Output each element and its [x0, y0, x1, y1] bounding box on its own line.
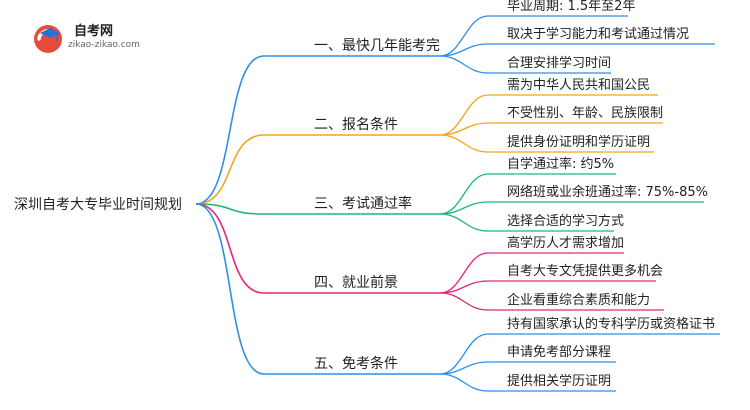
- branch-leaf-connector: [439, 361, 489, 375]
- graduation-cap-icon: [34, 25, 62, 53]
- branch-leaf-connector: [439, 373, 489, 392]
- branch-label: 一、最快几年能考完: [314, 38, 440, 54]
- leaf-label: 取决于学习能力和考试通过情况: [507, 26, 689, 42]
- branch-leaf-connector: [439, 94, 489, 136]
- leaf-label: 提供相关学历证明: [507, 373, 611, 389]
- branch-leaf-connector: [439, 43, 489, 57]
- leaf-label: 高学历人才需求增加: [507, 235, 624, 251]
- leaf-label: 合理安排学习时间: [507, 55, 611, 71]
- branch-leaf-connector: [439, 134, 489, 153]
- branch-leaf-connector: [439, 252, 489, 294]
- branch-leaf-connector: [439, 333, 489, 375]
- branch-label: 二、报名条件: [314, 116, 398, 133]
- root-branch-connector: [195, 203, 265, 294]
- root-branch-connector: [195, 203, 265, 375]
- leaf-label: 毕业周期: 1.5年至2年: [507, 0, 635, 14]
- leaf-label: 自考大专文凭提供更多机会: [507, 263, 663, 279]
- root-branch-connector: [195, 134, 265, 205]
- branch-leaf-connector: [439, 15, 489, 57]
- branch-label: 四、就业前景: [314, 274, 398, 291]
- branch-leaf-connector: [439, 173, 489, 215]
- leaf-label: 申请免考部分课程: [507, 345, 611, 360]
- leaf-label: 提供身份证明和学历证明: [507, 134, 650, 150]
- branch-label: 三、考试通过率: [314, 195, 412, 212]
- branch-label: 五、免考条件: [314, 355, 398, 372]
- logo-title: 自考网: [74, 24, 114, 39]
- leaf-label: 需为中华人民共和国公民: [507, 78, 650, 93]
- branch-leaf-connector: [439, 55, 489, 74]
- root-label: 深圳自考大专毕业时间规划: [14, 197, 182, 213]
- leaf-label: 选择合适的学习方式: [507, 213, 624, 229]
- branch-leaf-connector: [439, 292, 489, 311]
- logo: 自考网 zikao-zikao.com: [30, 18, 140, 62]
- branch-leaf-connector: [439, 213, 489, 232]
- leaf-label: 企业看重综合素质和能力: [507, 292, 650, 308]
- root-branch-connector: [195, 203, 265, 215]
- leaf-label: 不受性别、年龄、民族限制: [507, 105, 663, 121]
- branch-leaf-connector: [439, 280, 489, 294]
- root-branch-connector: [195, 55, 265, 205]
- leaf-label: 持有国家承认的专科学历或资格证书: [507, 316, 715, 332]
- leaf-label: 网络班或业余班通过率: 75%-85%: [507, 184, 708, 200]
- branch-leaf-connector: [439, 201, 489, 215]
- leaf-label: 自学通过率: 约5%: [507, 156, 614, 172]
- logo-url: zikao-zikao.com: [68, 40, 140, 50]
- branch-leaf-connector: [439, 122, 489, 136]
